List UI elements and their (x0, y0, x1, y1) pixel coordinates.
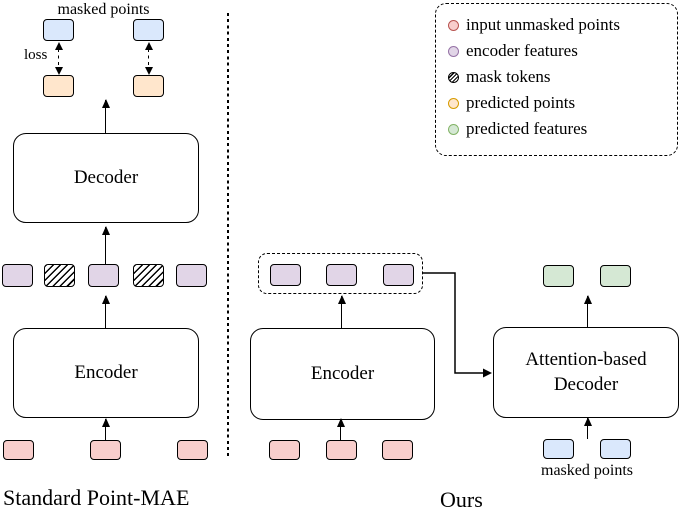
legend-item-label: encoder features (466, 41, 578, 60)
attention-decoder-box-label: Attention-based Decoder (525, 348, 646, 397)
points-to-encoder-arrow-left (105, 419, 107, 440)
input-unmasked-point-token (382, 440, 413, 460)
encoder-feature-token (270, 264, 301, 286)
legend-box: input unmasked points encoder features m… (435, 3, 678, 156)
masked-points-to-decoder-arrow (587, 418, 589, 439)
input-unmasked-point-token (90, 440, 121, 460)
legend-item-predicted-points: predicted points (448, 90, 677, 116)
encoder-box-right: Encoder (250, 328, 435, 420)
encoder-feature-token (2, 264, 33, 287)
decoder-to-features-arrow (587, 296, 589, 327)
loss-double-arrow (148, 42, 150, 75)
encoder-feature-token (176, 264, 207, 287)
loss-double-arrow (58, 42, 60, 75)
legend-item-encoder-features: encoder features (448, 38, 677, 64)
predicted-point-token (43, 75, 74, 97)
input-unmasked-point-token (3, 440, 34, 460)
masked-point-token (543, 439, 574, 459)
encoder-feature-token (326, 264, 357, 286)
encoder-features-swatch-icon (448, 45, 459, 57)
masked-points-label-left: masked points (57, 1, 150, 18)
encoder-feature-token (88, 264, 119, 287)
attention-decoder-label-line1: Attention-based (525, 348, 647, 370)
encoder-feature-token (383, 264, 414, 286)
predicted-feature-token (600, 265, 631, 287)
loss-label: loss (24, 47, 48, 63)
predicted-points-swatch-icon (448, 97, 459, 109)
panel-divider-line (227, 13, 229, 458)
predicted-features-swatch-icon (448, 123, 459, 135)
encoder-to-features-arrow (341, 296, 343, 328)
masked-point-token (600, 439, 631, 459)
input-unmasked-point-token (326, 440, 357, 460)
masked-point-token (133, 19, 164, 41)
decoder-box: Decoder (13, 133, 199, 223)
encoder-to-tokens-arrow (105, 296, 107, 328)
tokens-to-decoder-arrow (105, 227, 107, 264)
predicted-point-token (133, 75, 164, 97)
legend-item-label: predicted points (466, 93, 576, 112)
input-unmasked-points-swatch-icon (448, 19, 459, 31)
attention-decoder-label-line2: Decoder (553, 373, 619, 395)
input-unmasked-point-token (177, 440, 208, 460)
attention-decoder-box: Attention-based Decoder (493, 327, 679, 418)
legend-item-label: mask tokens (466, 67, 551, 86)
points-to-encoder-arrow-right (340, 419, 342, 440)
legend-item-label: input unmasked points (466, 15, 620, 34)
mask-token (133, 264, 164, 287)
decoder-output-arrow (105, 100, 107, 133)
encoder-box-left-label: Encoder (74, 361, 138, 383)
features-to-decoder-elbow-connector (423, 272, 492, 378)
mask-tokens-swatch-icon (448, 71, 459, 83)
legend-item-label: predicted features (466, 119, 588, 138)
right-panel-caption: Ours (440, 487, 483, 512)
encoder-box-left: Encoder (13, 328, 199, 418)
decoder-box-label: Decoder (73, 166, 139, 188)
legend-item-input-unmasked-points: input unmasked points (448, 12, 677, 38)
encoder-features-dashed-container (258, 253, 423, 294)
masked-point-token (43, 19, 74, 41)
masked-points-label-right: masked points (541, 462, 633, 479)
input-unmasked-point-token (269, 440, 300, 460)
legend-item-mask-tokens: mask tokens (448, 64, 677, 90)
mask-token (44, 264, 75, 287)
legend-item-predicted-features: predicted features (448, 116, 677, 142)
left-panel-caption: Standard Point-MAE (3, 485, 190, 510)
predicted-feature-token (543, 265, 574, 287)
encoder-box-right-label: Encoder (310, 362, 375, 384)
